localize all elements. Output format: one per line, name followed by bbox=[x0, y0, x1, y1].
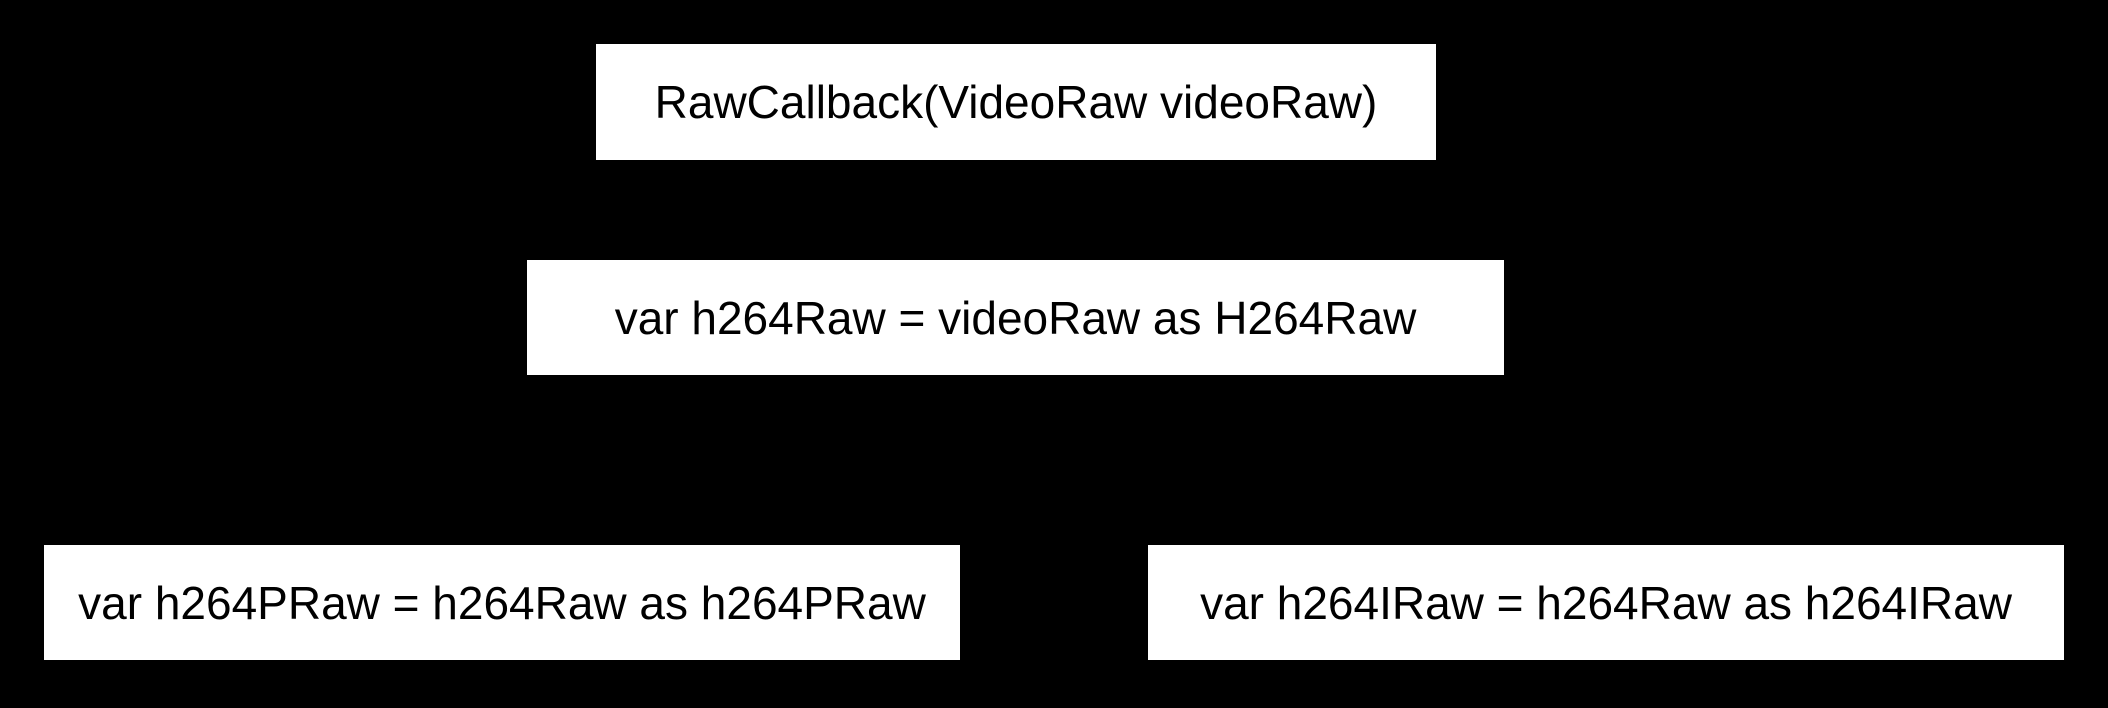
node-h264praw-cast: var h264PRaw = h264Raw as h264PRaw bbox=[44, 545, 960, 660]
edge-h264raw-to-praw bbox=[500, 375, 1018, 545]
node-h264raw-cast-label: var h264Raw = videoRaw as H264Raw bbox=[614, 291, 1417, 344]
node-h264raw-cast: var h264Raw = videoRaw as H264Raw bbox=[527, 260, 1504, 375]
node-h264iraw-cast: var h264IRaw = h264Raw as h264IRaw bbox=[1148, 545, 2064, 660]
node-raw-callback-label: RawCallback(VideoRaw videoRaw) bbox=[654, 76, 1378, 128]
edge-h264raw-to-iraw bbox=[1014, 375, 1608, 545]
node-raw-callback: RawCallback(VideoRaw videoRaw) bbox=[596, 44, 1436, 160]
node-h264iraw-cast-label: var h264IRaw = h264Raw as h264IRaw bbox=[1200, 576, 2012, 629]
node-h264praw-cast-label: var h264PRaw = h264Raw as h264PRaw bbox=[78, 576, 926, 629]
